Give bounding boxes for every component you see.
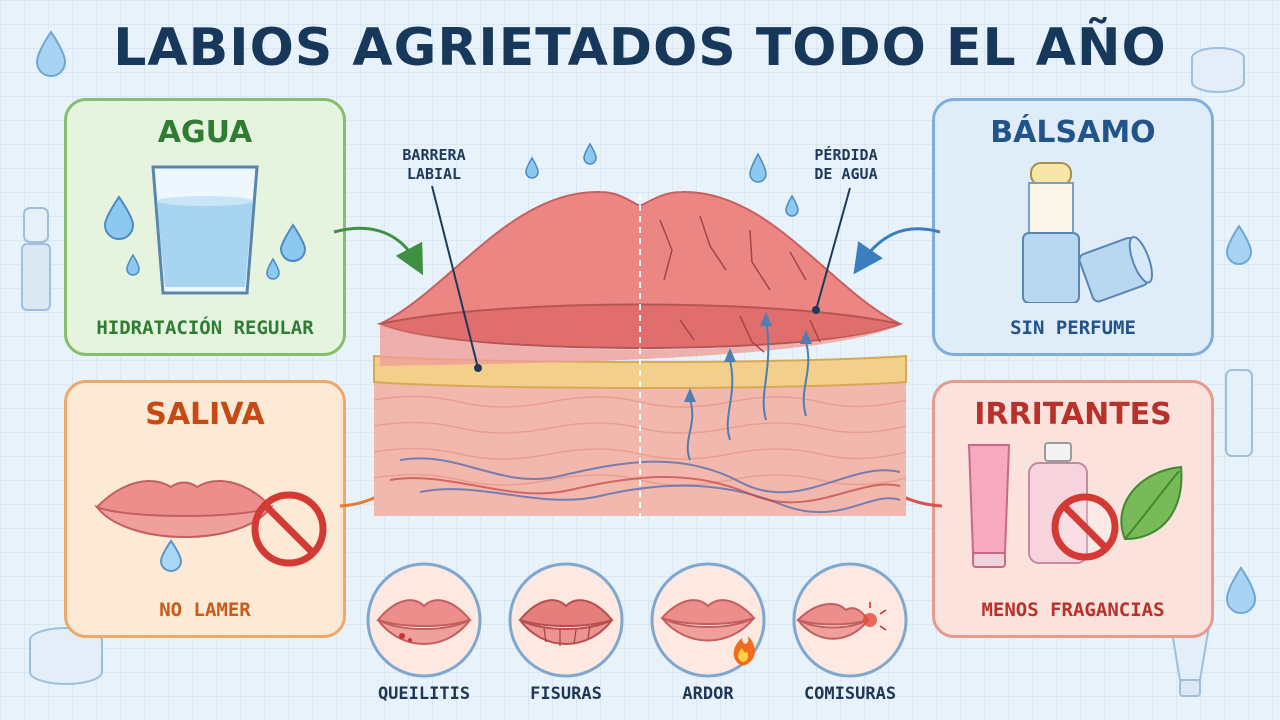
- symptom-label: COMISURAS: [803, 684, 897, 704]
- water-drop-icon: [35, 30, 67, 77]
- lips-icon: [650, 562, 766, 678]
- glass-of-water-icon: [103, 165, 307, 295]
- card-balsamo-title: BÁLSAMO: [990, 115, 1156, 150]
- lips-icon: [508, 562, 624, 678]
- card-irritantes-subtitle: MENOS FRAGANCIAS: [981, 599, 1165, 621]
- no-sign-icon: [251, 491, 327, 567]
- no-sign-icon: [1051, 493, 1119, 561]
- lip-balm-icon: [1225, 369, 1253, 457]
- cream-tube-icon: [967, 444, 1011, 568]
- card-balsamo-subtitle: SIN PERFUME: [1010, 317, 1136, 339]
- symptom-queilitis: QUEILITIS: [362, 562, 486, 704]
- mint-leaf-icon: [1120, 465, 1183, 541]
- symptom-label: QUEILITIS: [377, 684, 471, 704]
- lips-icon: [94, 480, 274, 572]
- lips-icon: [366, 562, 482, 678]
- water-drop-icon: [1225, 566, 1257, 614]
- symptom-label: ARDOR: [682, 684, 734, 704]
- lip-balm-icon: [1022, 162, 1153, 303]
- card-agua-title: AGUA: [157, 115, 253, 150]
- symptom-comisuras: COMISURAS: [788, 562, 912, 704]
- card-saliva-title: SALIVA: [145, 397, 265, 432]
- fire-icon: [733, 636, 755, 666]
- lip-balm-icon: [21, 207, 51, 311]
- card-irritantes-title: IRRITANTES: [974, 397, 1172, 432]
- card-irritantes: IRRITANTES MENOS FRAGANCIAS: [932, 380, 1214, 638]
- card-saliva-subtitle: NO LAMER: [159, 599, 251, 621]
- lips-icon: [792, 562, 908, 678]
- cream-jar-icon: [1191, 47, 1245, 93]
- page-title: LABIOS AGRIETADOS TODO EL AÑO: [113, 18, 1167, 78]
- card-agua-subtitle: HIDRATACIÓN REGULAR: [96, 317, 314, 339]
- symptom-ardor: ARDOR: [646, 562, 770, 704]
- water-drop-icon: [525, 142, 799, 217]
- card-agua: AGUA HIDRATACIÓN REGULAR: [64, 98, 346, 356]
- callout-barrera-labial: BARRERA LABIAL: [402, 146, 466, 183]
- card-saliva: SALIVA NO LAMER: [64, 380, 346, 638]
- card-balsamo: BÁLSAMO SIN PERFUME: [932, 98, 1214, 356]
- symptom-fisuras: FISURAS: [504, 562, 628, 704]
- water-drop-icon: [103, 195, 307, 280]
- lip-cross-section-diagram: [373, 142, 907, 520]
- symptom-label: FISURAS: [530, 684, 602, 704]
- callout-perdida-de-agua: PÉRDIDA DE AGUA: [814, 146, 878, 183]
- water-drop-icon: [1225, 224, 1253, 265]
